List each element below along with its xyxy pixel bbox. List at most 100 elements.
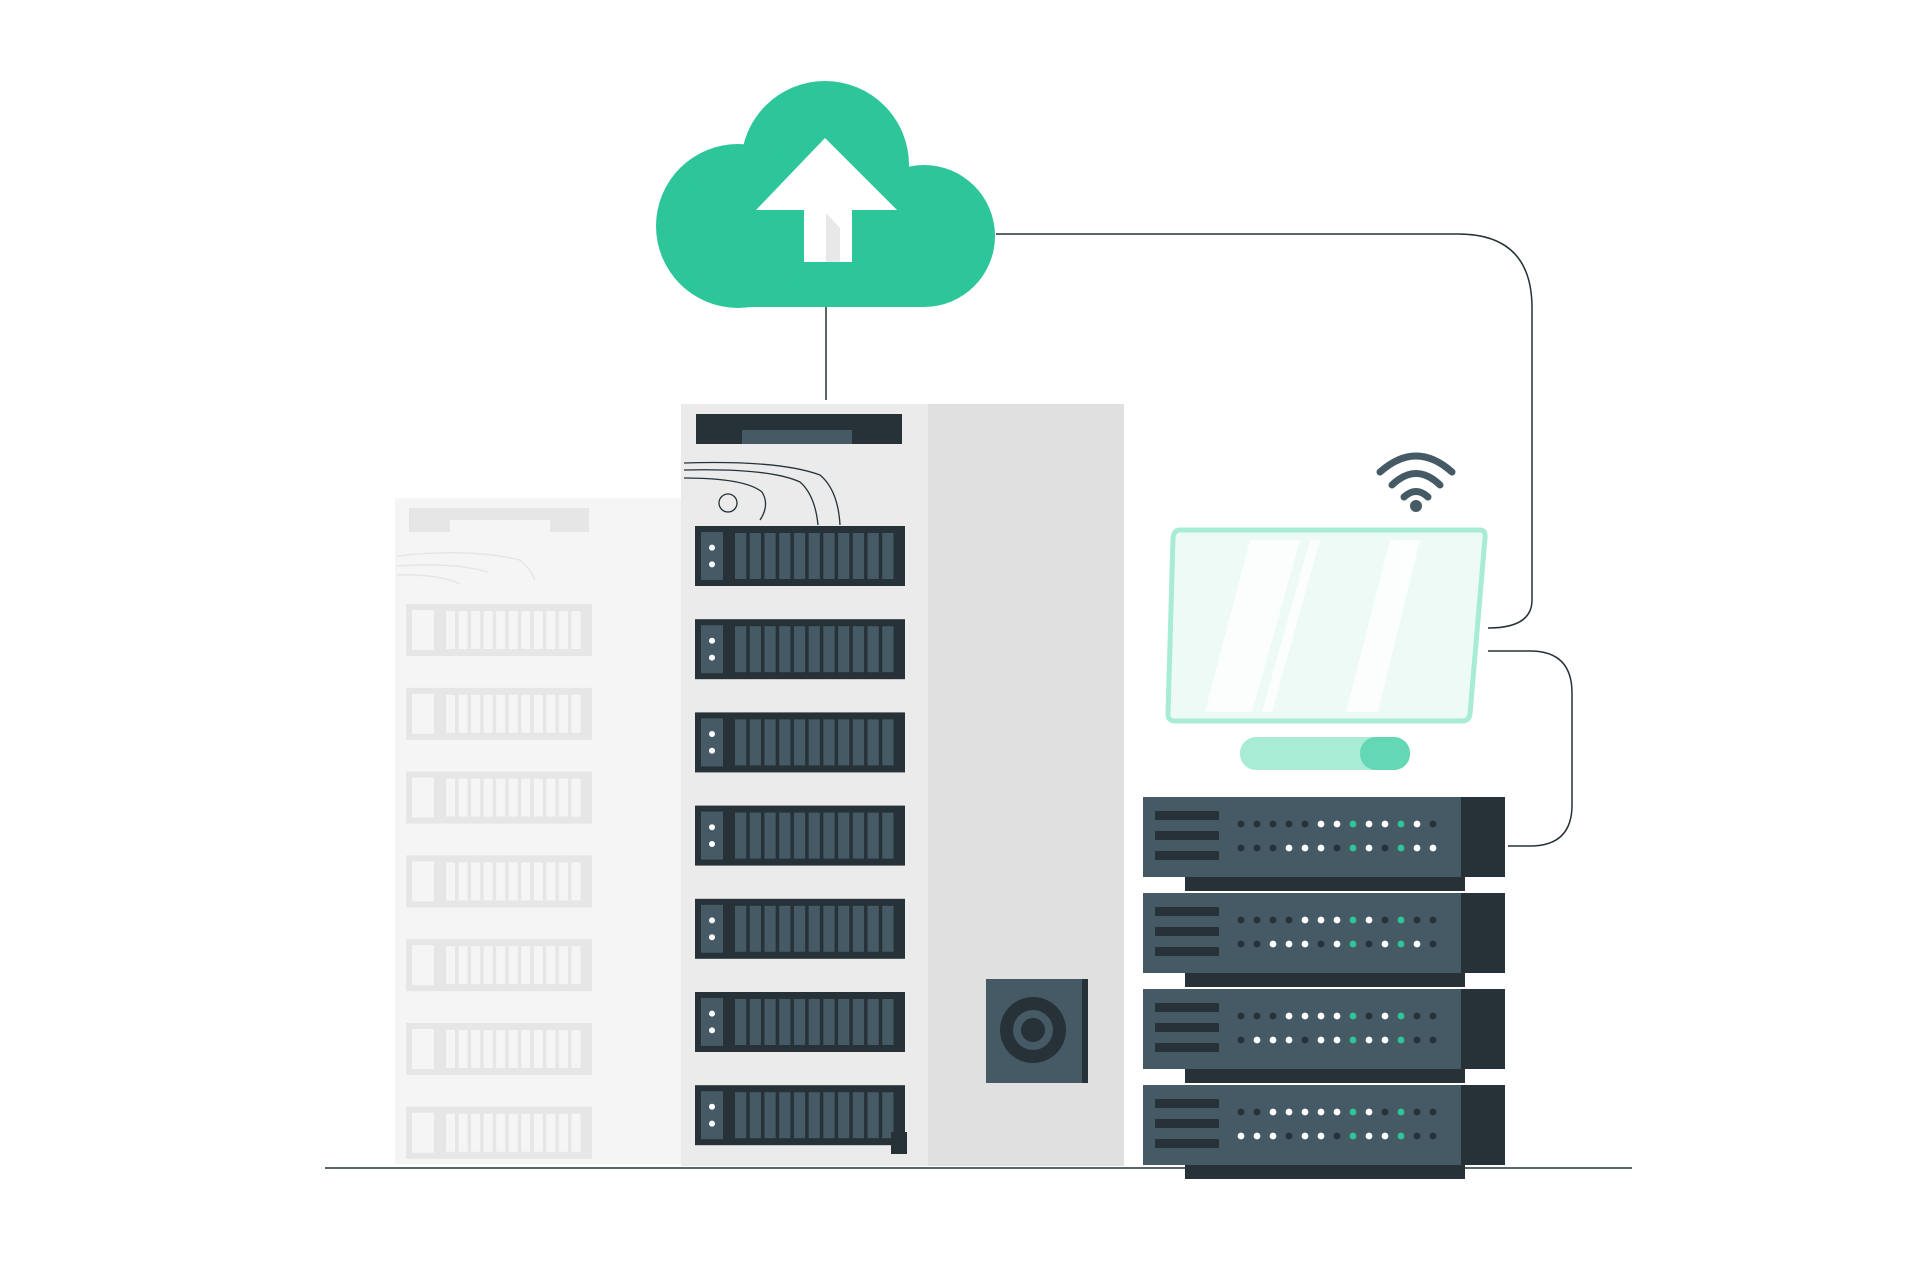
server-vent <box>1155 1023 1219 1032</box>
main-rack-drive-bay <box>867 812 879 859</box>
server-led <box>1237 1012 1245 1020</box>
cloud-upload-icon <box>656 81 995 308</box>
server-led <box>1333 820 1341 828</box>
main-server-rack <box>681 404 1124 1166</box>
server-led <box>1253 1036 1261 1044</box>
ghost-rack-drive-bay <box>546 946 556 985</box>
ghost-rack-drive-bay <box>458 694 468 733</box>
server-side <box>1455 989 1505 1069</box>
server-led <box>1253 940 1261 948</box>
ghost-rack-units <box>406 604 592 1159</box>
power-plug <box>891 1132 907 1154</box>
main-rack-drive-bay <box>852 626 865 673</box>
ghost-rack-unit-led <box>420 634 426 641</box>
server-vent <box>1155 1139 1219 1148</box>
server-vent <box>1155 811 1219 820</box>
server-led <box>1237 916 1245 924</box>
ghost-rack-drive-bay <box>533 1030 543 1068</box>
ghost-rack-drive-bay <box>446 1030 456 1068</box>
main-rack-drive-bay <box>882 719 894 766</box>
monitor-to-server-wire <box>1488 650 1573 847</box>
main-rack-drive-bay <box>823 999 835 1045</box>
ghost-rack-drive-bay <box>546 1113 556 1152</box>
main-rack-drive-bay <box>882 999 894 1045</box>
ghost-rack-drive-bay <box>496 611 506 649</box>
ghost-rack-drive-bay <box>521 778 531 817</box>
ghost-rack-drive-bay <box>483 1113 493 1152</box>
wifi-icon <box>1376 452 1456 501</box>
ghost-rack-drive-bay <box>458 862 468 901</box>
main-rack-drive-bay <box>808 533 820 579</box>
ghost-rack-unit-led <box>420 1137 426 1144</box>
main-rack-drive-bay <box>867 999 879 1045</box>
main-rack-unit-panel <box>701 1091 723 1140</box>
server-led <box>1269 1108 1277 1116</box>
server-led <box>1301 820 1309 828</box>
main-rack-drive-bay <box>823 626 835 673</box>
server-led <box>1333 1132 1341 1140</box>
ghost-rack-unit-led <box>420 1122 426 1129</box>
ghost-rack-drive-bay <box>458 611 468 649</box>
main-rack-drive-bay <box>808 719 820 766</box>
server-led <box>1285 820 1293 828</box>
ghost-rack-drive-bay <box>471 778 481 817</box>
server-led <box>1413 820 1421 828</box>
server-led <box>1413 1108 1421 1116</box>
ghost-rack-drive-bay <box>521 946 531 985</box>
main-rack-drive-bay <box>735 719 747 766</box>
ghost-rack-drive-bay <box>521 1030 531 1068</box>
ghost-rack-drive-bay <box>471 862 481 901</box>
ghost-rack-drive-bay <box>571 862 581 901</box>
main-rack-unit-led <box>709 917 715 924</box>
server-led <box>1333 844 1341 852</box>
main-rack-drive-bay <box>793 626 806 673</box>
server-led <box>1413 1036 1421 1044</box>
server-led <box>1397 1012 1405 1020</box>
ghost-rack-drive-bay <box>483 946 493 985</box>
ghost-rack-drive-bay <box>558 611 568 649</box>
main-rack-unit-panel <box>701 625 723 674</box>
server-vent <box>1155 1099 1219 1108</box>
main-rack-drive-bay <box>808 905 820 952</box>
ghost-rack-drive-bay <box>446 862 456 901</box>
ghost-rack-drive-bay <box>483 778 493 817</box>
main-rack-unit-led <box>709 841 715 847</box>
ghost-rack-drive-bay <box>558 694 568 733</box>
ghost-rack-top-slot <box>450 520 550 532</box>
server-led <box>1253 820 1261 828</box>
main-rack-drive-bay <box>867 626 879 673</box>
main-rack-unit <box>695 526 905 586</box>
server-led <box>1381 1108 1389 1116</box>
main-rack-drive-bay <box>808 1092 820 1139</box>
ghost-rack-drive-bay <box>446 694 456 733</box>
cloud-to-monitor-wire <box>996 233 1533 629</box>
ghost-rack-drive-bay <box>458 778 468 817</box>
server-led <box>1413 940 1421 948</box>
main-rack-drive-bay <box>779 905 791 952</box>
ghost-rack-drive-bay <box>533 778 543 817</box>
main-rack-drive-bay <box>852 533 865 579</box>
fan-box <box>986 979 1088 1083</box>
ghost-server-rack <box>395 498 681 1164</box>
ghost-rack-drive-bay <box>571 694 581 733</box>
main-rack-drive-bay <box>735 533 747 579</box>
ghost-rack-drive-bay <box>508 778 518 817</box>
server-led <box>1349 1132 1357 1140</box>
main-rack-unit-led <box>709 561 715 568</box>
server-led <box>1365 1012 1373 1020</box>
main-rack-drive-bay <box>749 719 761 766</box>
main-rack-drive-bay <box>735 905 747 952</box>
main-rack-drive-bay <box>793 1092 806 1139</box>
server-led <box>1253 916 1261 924</box>
main-rack-drive-bay <box>764 626 776 673</box>
server-led <box>1333 916 1341 924</box>
ghost-rack-drive-bay <box>558 946 568 985</box>
ghost-rack-drive-bay <box>521 611 531 649</box>
main-rack-drive-bay <box>838 533 850 579</box>
server-led <box>1253 1132 1261 1140</box>
main-rack-drive-bay <box>749 812 761 859</box>
server-led <box>1397 820 1405 828</box>
server-led <box>1317 916 1325 924</box>
main-rack-drive-bay <box>882 812 894 859</box>
